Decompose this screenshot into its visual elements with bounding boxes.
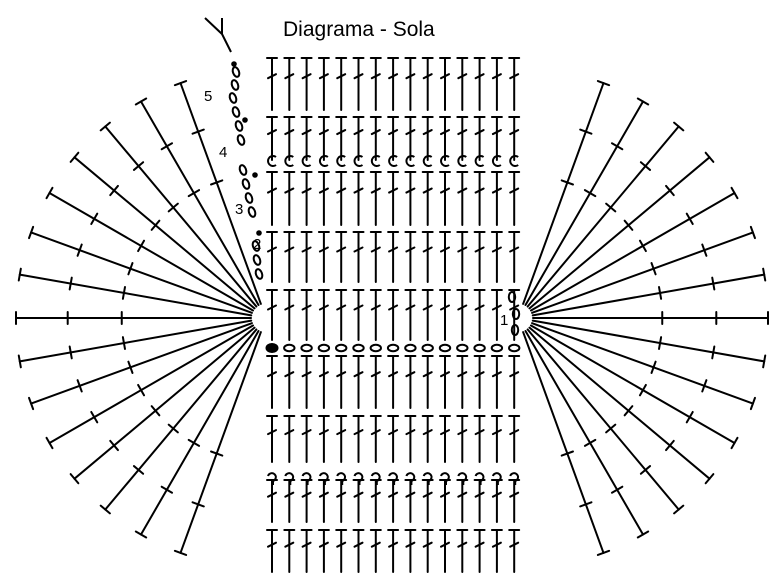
chain-stitch (234, 120, 243, 131)
stitch-top-bar (46, 188, 52, 198)
stitch-cross-bar (91, 214, 97, 224)
stitch-top-bar (19, 269, 21, 281)
stitch-cross-bar (585, 190, 595, 196)
chain-stitch (251, 240, 260, 251)
stitch-cross-bar (585, 440, 595, 446)
stitch-cross-bar (612, 487, 622, 493)
radial-treble-stitch (105, 329, 256, 509)
stitch-cross-bar (612, 143, 622, 149)
chain-stitch (301, 345, 311, 351)
chain-stitch (252, 254, 261, 265)
stitch-cross-bar (162, 487, 172, 493)
stitch-cross-bar (138, 241, 144, 251)
chain-stitch (241, 178, 250, 189)
chain-stitch (336, 345, 346, 351)
stitch-top-bar (19, 356, 21, 368)
radial-treble-stitch (533, 275, 764, 316)
chain-stitch (319, 345, 329, 351)
slip-stitch-dot (256, 230, 262, 236)
radial-treble-stitch (74, 328, 254, 479)
chain-stitch (509, 292, 515, 302)
chain-stitch (423, 345, 433, 351)
chain-stitch (284, 345, 294, 351)
stitch-top-bar (46, 438, 52, 448)
stitch-cross-bar (70, 278, 72, 290)
chain-stitch (474, 345, 484, 351)
stitch-cross-bar (687, 412, 693, 422)
stitch-top-bar (763, 269, 765, 281)
slip-stitch-dot (252, 172, 258, 178)
chain-stitch (228, 92, 237, 103)
radial-treble-stitch (528, 126, 679, 306)
chain-stitch (231, 66, 240, 77)
stitch-cross-bar (70, 347, 72, 359)
chain-stitch (238, 164, 247, 175)
stitch-cross-bar (687, 214, 693, 224)
chain-stitch (231, 106, 240, 117)
radial-treble-stitch (528, 329, 679, 509)
chain-stitch (244, 192, 253, 203)
chain-stitch (247, 206, 256, 217)
chain-stitch (492, 345, 502, 351)
chain-stitch (388, 345, 398, 351)
stitch-cross-bar (712, 347, 714, 359)
stitch-cross-bar (91, 412, 97, 422)
chain-stitch (457, 345, 467, 351)
stitch-top-bar (732, 188, 738, 198)
stitch-cross-bar (189, 190, 199, 196)
stitch-top-bar (638, 98, 648, 104)
stitch-cross-bar (659, 287, 661, 299)
chain-stitch (440, 345, 450, 351)
radial-treble-stitch (529, 157, 709, 308)
radial-treble-stitch (20, 321, 251, 362)
stitch-cross-bar (189, 440, 199, 446)
stitch-top-bar (136, 98, 146, 104)
stitch-cross-bar (640, 241, 646, 251)
chain-stitch (254, 268, 263, 279)
stitch-top-bar (763, 356, 765, 368)
stitch-top-bar (136, 532, 146, 538)
chain-stitch (230, 79, 239, 90)
radial-treble-stitch (529, 328, 709, 479)
radial-treble-stitch (533, 321, 764, 362)
start-arrow (205, 18, 231, 52)
radial-treble-stitch (105, 126, 256, 306)
stitch-top-bar (638, 532, 648, 538)
stitch-cross-bar (640, 385, 646, 395)
chain-stitch (236, 134, 245, 145)
chain-stitch (371, 345, 381, 351)
stitch-cross-bar (123, 287, 125, 299)
stitch-cross-bar (138, 385, 144, 395)
chain-stitch (353, 345, 363, 351)
radial-treble-stitch (20, 275, 251, 316)
stitch-cross-bar (123, 337, 125, 349)
chain-stitch (513, 309, 519, 319)
stitch-top-bar (732, 438, 738, 448)
slip-stitch-dot (231, 61, 237, 67)
radial-treble-stitch (74, 157, 254, 308)
chain-stitch (405, 345, 415, 351)
chain-stitch (509, 345, 519, 351)
slip-stitch-dot (242, 117, 248, 123)
slip-stitch-dot (266, 344, 278, 353)
stitch-cross-bar (712, 278, 714, 290)
stitch-cross-bar (659, 337, 661, 349)
stitch-cross-bar (162, 143, 172, 149)
